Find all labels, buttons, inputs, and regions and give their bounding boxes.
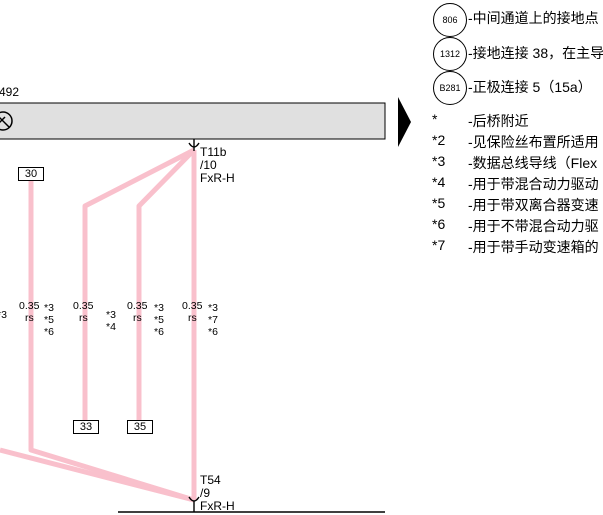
legend-panel: 806 -中间通道上的接地点 1312 -接地连接 38，在主导 B281 -正… (430, 0, 603, 270)
terminal-top-label: T11b /10 FxR-H (200, 145, 235, 185)
box-35: 35 (127, 420, 153, 434)
note-mark-1: * (432, 111, 438, 127)
wire-notes-4: *3*7*6 (208, 302, 218, 338)
note-mark-2: *2 (432, 132, 446, 148)
legend-text-1312: -接地连接 38，在主导 (468, 45, 603, 61)
wire-notes-3: *3*5*6 (154, 302, 164, 338)
legend-text-806: -中间通道上的接地点 (468, 10, 599, 26)
note-text-3: -数据总线导线（Flex (468, 155, 598, 171)
note-text-5: -用于带双离合器变速 (468, 197, 599, 213)
wire-33 (82, 147, 196, 420)
wire-35 (136, 148, 196, 420)
wire-notes-2: *3*4 (106, 309, 116, 333)
note-text-2: -见保险丝布置所适用 (468, 134, 599, 150)
box-30: 30 (18, 167, 44, 181)
left-note: *3 (0, 309, 7, 321)
note-text-7: -用于带手动变速箱的 (468, 239, 599, 255)
connector-t54-icon (188, 496, 200, 512)
legend-circle-806: 806 (433, 3, 467, 37)
note-mark-6: *6 (432, 216, 446, 232)
control-unit-body (0, 102, 386, 140)
control-unit-symbol-icon (0, 111, 13, 131)
header-label: J492 (0, 85, 20, 99)
note-text-6: -用于不带混合动力驱 (468, 218, 599, 234)
wire-30 (28, 180, 195, 503)
connector-t11b-icon (188, 139, 200, 151)
note-mark-4: *4 (432, 174, 446, 190)
note-mark-3: *3 (432, 153, 446, 169)
legend-circle-1312: 1312 (433, 37, 467, 71)
note-mark-7: *7 (432, 237, 446, 253)
terminal-bottom-label: T54 /9 FxR-H (200, 473, 235, 513)
note-text-4: -用于带混合动力驱动 (468, 176, 599, 192)
note-mark-5: *5 (432, 195, 446, 211)
wire-notes-1: *3*5*6 (44, 302, 54, 338)
wire-left-exit (0, 447, 195, 503)
page-arrow-icon (398, 97, 411, 147)
box-33: 33 (73, 420, 99, 434)
legend-text-b281: -正极连接 5（15a） (468, 79, 592, 95)
note-text-1: -后桥附近 (468, 113, 529, 129)
legend-circle-b281: B281 (433, 71, 467, 105)
